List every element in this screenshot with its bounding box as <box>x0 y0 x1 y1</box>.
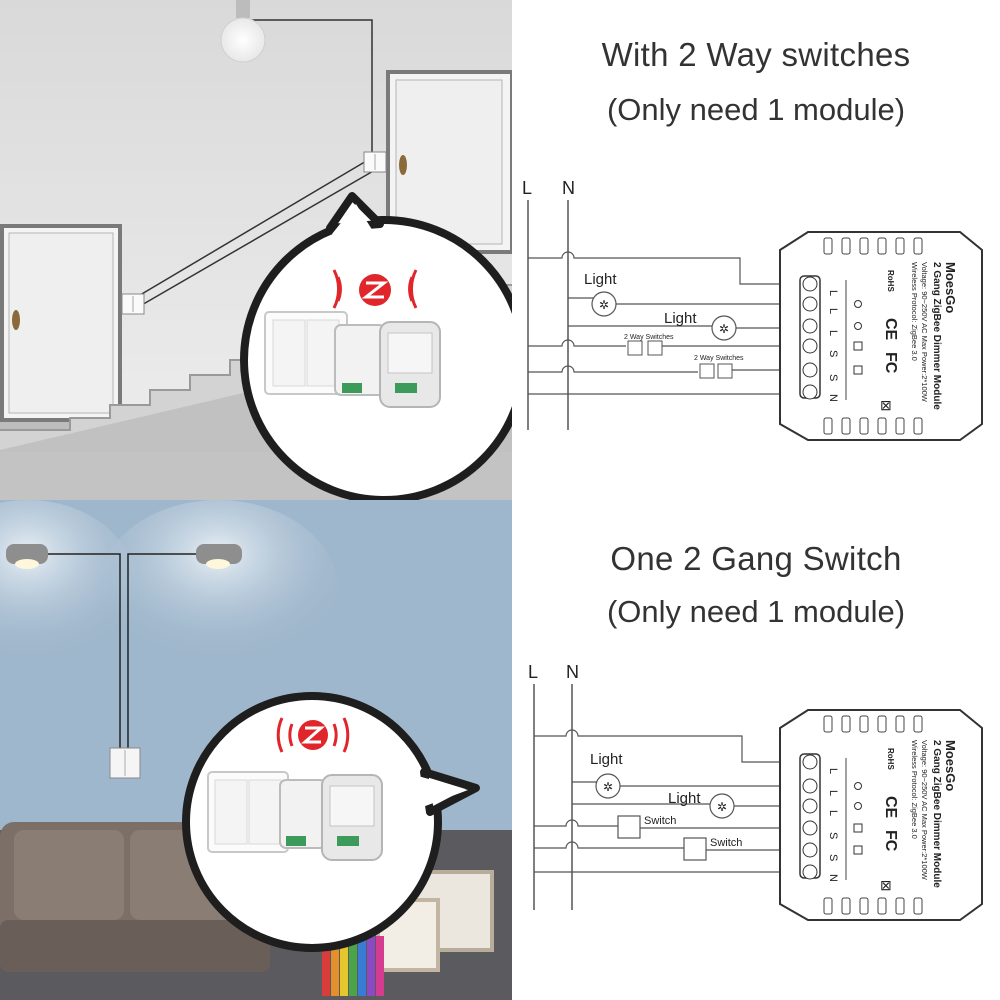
bottom-terminal-3: S <box>827 832 839 839</box>
svg-text:✲: ✲ <box>717 800 727 814</box>
bottom-switch-2-label: Switch <box>710 837 742 849</box>
top-terminal-4: S <box>827 374 839 381</box>
top-switch-2b <box>717 363 733 379</box>
top-terminal-3: S <box>827 350 839 357</box>
top-terminal-0: L <box>827 290 839 296</box>
top-module: L L L S S N RoHS <box>779 231 983 441</box>
bottom-title: One 2 Gang Switch <box>610 540 902 577</box>
bottom-light-2-label: Light <box>668 790 701 807</box>
bottom-switch-2 <box>683 837 707 861</box>
svg-text:✲: ✲ <box>599 298 609 312</box>
top-module-brand: MoesGo <box>943 262 958 313</box>
bottom-module-spec-1: Voltage: 90~250V AC Max Power:2*100W <box>920 740 929 881</box>
bottom-weee-icon: ⊠ <box>880 877 892 893</box>
bottom-switch-1-label: Switch <box>644 815 676 827</box>
top-title: With 2 Way switches <box>601 36 911 73</box>
bottom-module-spec-2: Wireless Protocol: ZigBee 3.0 <box>910 740 919 839</box>
top-switch-1a <box>627 340 643 356</box>
bottom-fc: FC <box>882 830 899 852</box>
top-switch-2-label: 2 Way Switches <box>694 355 744 362</box>
top-terminal-1: L <box>827 308 839 314</box>
svg-text:✲: ✲ <box>719 322 729 336</box>
wall-lamp-right <box>196 544 242 564</box>
top-weee-icon: ⊠ <box>880 397 892 413</box>
top-fc: FC <box>882 352 899 374</box>
bottom-rohs: RoHS <box>886 748 895 770</box>
bottom-module-name: 2 Gang ZigBee Dimmer Module <box>931 740 942 888</box>
bottom-wiring-panel: One 2 Gang Switch (Only need 1 module) L… <box>512 500 1000 1000</box>
bottom-wiring-diagram: L N ✲ Light ✲ Light Switch Switch <box>528 662 983 921</box>
bottom-module: L L L S S N RoHS <box>779 709 983 921</box>
bottom-module-brand: MoesGo <box>943 740 958 791</box>
bottom-terminal-5: N <box>827 874 839 882</box>
bottom-n-label: N <box>566 662 579 682</box>
top-light-1-label: Light <box>584 271 617 288</box>
bottom-terminal-4: S <box>827 854 839 861</box>
top-terminal-5: N <box>827 394 839 402</box>
top-rohs: RoHS <box>886 270 895 292</box>
bottom-switch-1 <box>617 815 641 839</box>
svg-text:✲: ✲ <box>603 780 613 794</box>
top-module-name: 2 Gang ZigBee Dimmer Module <box>931 262 942 410</box>
bottom-l-label: L <box>528 662 538 682</box>
zigbee-icon <box>332 269 418 309</box>
top-n-label: N <box>562 178 575 198</box>
top-switch-1b <box>647 340 663 356</box>
top-wiring-diagram: L N ✲ Light ✲ Light 2 Way Switches 2 Way… <box>522 178 983 441</box>
top-light-2-label: Light <box>664 310 697 327</box>
staircase-scene <box>0 0 512 500</box>
bottom-subtitle: (Only need 1 module) <box>606 594 906 629</box>
top-ce: CE <box>882 318 899 341</box>
top-subtitle: (Only need 1 module) <box>606 92 906 127</box>
bottom-terminal-2: L <box>827 810 839 816</box>
wall-lamp-left <box>6 544 48 564</box>
bulb-icon <box>220 17 266 63</box>
bottom-ce: CE <box>882 796 899 819</box>
living-room-scene <box>0 500 512 1000</box>
bottom-terminal-1: L <box>827 790 839 796</box>
top-module-spec-1: Voltage: 90~250V AC Max Power:2*100W <box>920 262 929 403</box>
books <box>322 926 384 996</box>
top-l-label: L <box>522 178 532 198</box>
zigbee-icon-2 <box>276 717 350 753</box>
top-module-spec-2: Wireless Protocol: ZigBee 3.0 <box>910 262 919 361</box>
top-switch-2a <box>699 363 715 379</box>
bottom-terminal-0: L <box>827 768 839 774</box>
bottom-light-1-label: Light <box>590 751 623 768</box>
top-terminal-2: L <box>827 330 839 336</box>
top-wiring-panel: With 2 Way switches (Only need 1 module)… <box>512 0 1000 500</box>
top-switch-1-label: 2 Way Switches <box>624 334 674 341</box>
